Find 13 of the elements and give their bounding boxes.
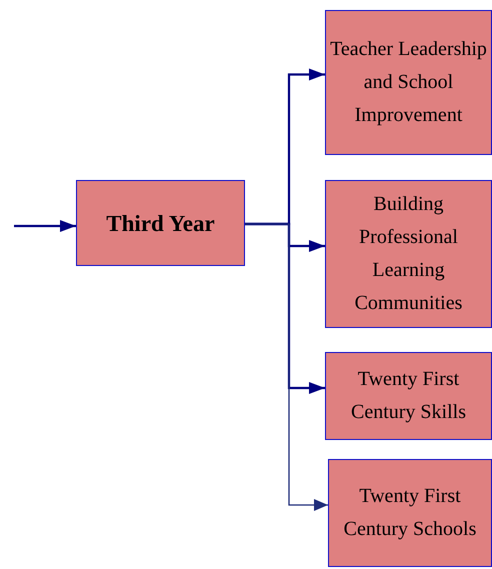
process-box [325, 10, 492, 155]
box-label: Twenty First Century Skills [350, 367, 467, 425]
box-label: Third Year [106, 210, 215, 238]
arrow [245, 222, 325, 394]
arrow [14, 220, 76, 232]
process-box [325, 352, 492, 440]
process-box [325, 180, 492, 328]
process-box [76, 180, 245, 266]
box-label: Twenty First Century Schools [342, 484, 478, 542]
box-label: Teacher Leadership and School Improvement [329, 37, 488, 128]
process-box [328, 459, 492, 567]
arrow [245, 223, 328, 511]
box-label: Building Professional Learning Communities [354, 192, 464, 316]
